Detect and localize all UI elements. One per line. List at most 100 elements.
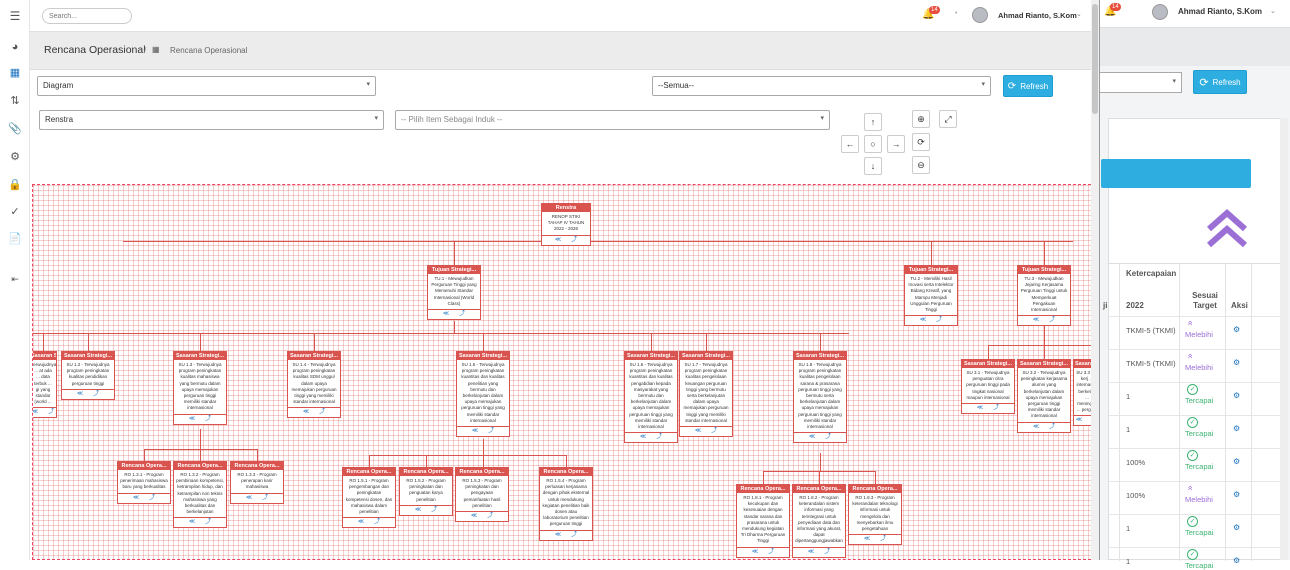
expand-branch-icon[interactable]: ⤴ bbox=[205, 415, 212, 422]
collapse-icon[interactable]: ≪ bbox=[357, 519, 365, 526]
fit-screen-button[interactable]: ⤢ bbox=[939, 110, 957, 128]
bg-refresh-button[interactable]: ⟳ Refresh bbox=[1193, 70, 1247, 94]
bg-user-name[interactable]: Ahmad Rianto, S.Kom bbox=[1178, 7, 1263, 16]
expand-branch-icon[interactable]: ⤴ bbox=[880, 536, 887, 543]
org-node[interactable]: Sasaran Strategi...SU 3.2 - Terwujudnya … bbox=[1017, 359, 1071, 433]
user-avatar[interactable] bbox=[972, 7, 988, 23]
dashboard-icon[interactable]: ◕ bbox=[11, 41, 19, 53]
pan-up-button[interactable]: ↑ bbox=[864, 113, 882, 131]
gear-icon[interactable]: ⚙ bbox=[1233, 325, 1241, 334]
search-input[interactable] bbox=[42, 8, 132, 24]
collapse-icon[interactable]: ≪ bbox=[554, 236, 562, 243]
bg-scrollbar[interactable] bbox=[1280, 118, 1288, 560]
org-node[interactable]: Tujuan Strategi...TU.1 - Mewujudkan Perg… bbox=[427, 265, 481, 321]
org-node[interactable]: Rencana Opera...RO 1.8.3 - Program keter… bbox=[848, 484, 902, 546]
collapse-icon[interactable]: ≪ bbox=[302, 409, 310, 416]
expand-branch-icon[interactable]: ⤴ bbox=[571, 531, 578, 538]
collapse-icon[interactable]: ≪ bbox=[1032, 423, 1040, 430]
expand-branch-icon[interactable]: ⤴ bbox=[431, 506, 438, 513]
main-scrollbar[interactable] bbox=[1091, 0, 1099, 560]
gear-icon[interactable]: ⚙ bbox=[1233, 391, 1241, 400]
refresh-button[interactable]: ⟳ Refresh bbox=[1003, 75, 1053, 97]
collapse-icon[interactable]: ≪ bbox=[919, 317, 927, 324]
expand-branch-icon[interactable]: ⤴ bbox=[149, 494, 156, 501]
expand-branch-icon[interactable]: ⤴ bbox=[262, 494, 269, 501]
gear-icon[interactable]: ⚙ bbox=[1233, 556, 1241, 565]
expand-branch-icon[interactable]: ⤴ bbox=[459, 311, 466, 318]
collapse-arrow-icon[interactable]: ⇤ bbox=[11, 274, 19, 284]
org-node[interactable]: Tujuan Strategi...TU.2 - Memiliki Hasil … bbox=[904, 265, 958, 327]
org-node[interactable]: Rencana Opera...RO 1.8.2 - Program keter… bbox=[792, 484, 846, 558]
level-select[interactable]: Renstra▾ bbox=[39, 110, 384, 130]
expand-branch-icon[interactable]: ⤴ bbox=[1049, 423, 1056, 430]
org-node[interactable]: Rencana Opera...RO 1.3.2 - Program pembi… bbox=[173, 461, 227, 529]
org-node[interactable]: Rencana Opera...RO 1.5.3 - Program penin… bbox=[455, 467, 509, 523]
reset-rotate-button[interactable]: ⟳ bbox=[912, 133, 930, 151]
semua-select[interactable]: --Semua--▾ bbox=[652, 76, 991, 96]
expand-branch-icon[interactable]: ⤴ bbox=[656, 434, 663, 441]
expand-branch-icon[interactable]: ⤴ bbox=[48, 409, 55, 416]
org-node[interactable]: Rencana Opera...RO 1.5.1 - Program penge… bbox=[342, 467, 396, 529]
expand-branch-icon[interactable]: ⤴ bbox=[993, 405, 1000, 412]
gear-icon[interactable]: ⚙ bbox=[1233, 523, 1241, 532]
collapse-icon[interactable]: ≪ bbox=[414, 506, 422, 513]
collapse-icon[interactable]: ≪ bbox=[976, 405, 984, 412]
sliders-icon[interactable]: ⇅ bbox=[10, 95, 20, 107]
expand-branch-icon[interactable]: ⤴ bbox=[936, 317, 943, 324]
paperclip-icon[interactable]: 📎 bbox=[8, 123, 22, 135]
pan-left-button[interactable]: ← bbox=[841, 135, 859, 153]
parent-select[interactable]: -- Pilih Item Sebagai Induk --▾ bbox=[395, 110, 830, 130]
org-node[interactable]: Sasaran Strategi...SU 1.8 - Terwujudnya … bbox=[793, 351, 847, 444]
org-node[interactable]: Rencana Opera...RO 1.5.4 - Program perlu… bbox=[539, 467, 593, 541]
collapse-icon[interactable]: ≪ bbox=[188, 415, 196, 422]
gear-icon[interactable]: ⚙ bbox=[1233, 358, 1241, 367]
lock-icon[interactable]: 🔒 bbox=[8, 179, 22, 191]
expand-branch-icon[interactable]: ⤴ bbox=[487, 513, 494, 520]
org-node[interactable]: Sasaran Strategi...SU 1.7 - Terwujudnya … bbox=[679, 351, 733, 438]
expand-branch-icon[interactable]: ⤴ bbox=[571, 236, 578, 243]
pan-right-button[interactable]: → bbox=[887, 135, 905, 153]
collapse-icon[interactable]: ≪ bbox=[32, 409, 39, 416]
gear-icon[interactable]: ⚙ bbox=[1233, 490, 1241, 499]
org-node[interactable]: Sasaran Strategi...SU 3.1 - Terwujudnya … bbox=[961, 359, 1015, 415]
center-button[interactable]: ○ bbox=[864, 135, 882, 153]
collapse-icon[interactable]: ≪ bbox=[442, 311, 450, 318]
zoom-in-button[interactable]: ⊕ bbox=[912, 110, 930, 128]
user-name[interactable]: Ahmad Rianto, S.Kom bbox=[998, 11, 1077, 20]
org-node[interactable]: Sasaran Strategi...SU 1.5 - Terwujudnya … bbox=[456, 351, 510, 438]
scrollbar-thumb[interactable] bbox=[1092, 4, 1098, 114]
org-node[interactable]: Rencana Opera...RO 1.3.1 - Program pener… bbox=[117, 461, 171, 504]
document-icon[interactable]: 📄 bbox=[8, 233, 22, 245]
org-node[interactable]: Sasaran Strategi...SU 1.4 - Terwujudnya … bbox=[287, 351, 341, 419]
org-node[interactable]: Rencana Opera...RO 1.5.2 - Program penin… bbox=[399, 467, 453, 516]
sitemap-icon[interactable]: ▦ bbox=[9, 67, 21, 79]
expand-branch-icon[interactable]: ⤴ bbox=[1049, 317, 1056, 324]
collapse-icon[interactable]: ≪ bbox=[751, 548, 759, 555]
breadcrumb-item[interactable]: Rencana Operasional bbox=[170, 46, 248, 55]
collapse-icon[interactable]: ≪ bbox=[808, 434, 816, 441]
collapse-icon[interactable]: ≪ bbox=[76, 390, 84, 397]
gears-icon[interactable]: ⚙ bbox=[10, 151, 20, 163]
org-node[interactable]: Sasaran Strategi...SU 1.6 - Terwujudnya … bbox=[624, 351, 678, 444]
collapse-icon[interactable]: ≪ bbox=[132, 494, 140, 501]
collapse-icon[interactable]: ≪ bbox=[639, 434, 647, 441]
check-list-icon[interactable]: ✓ bbox=[10, 206, 20, 218]
gear-icon[interactable]: ⚙ bbox=[1233, 424, 1241, 433]
org-node[interactable]: Sasaran Strategi...SU 3.3 - ... kerj ...… bbox=[1073, 359, 1095, 427]
pan-down-button[interactable]: ↓ bbox=[864, 157, 882, 175]
collapse-icon[interactable]: ≪ bbox=[1075, 417, 1083, 424]
collapse-icon[interactable]: ≪ bbox=[554, 531, 562, 538]
expand-branch-icon[interactable]: ⤴ bbox=[205, 519, 212, 526]
expand-branch-icon[interactable]: ⤴ bbox=[768, 548, 775, 555]
collapse-icon[interactable]: ≪ bbox=[188, 519, 196, 526]
collapse-icon[interactable]: ≪ bbox=[471, 428, 479, 435]
org-node[interactable]: Sasaran Strategi...SU 1.3 - Terwujudnya … bbox=[173, 351, 227, 425]
org-node[interactable]: Sasaran Strategi...terwujudnya ... at ad… bbox=[32, 351, 57, 419]
collapse-icon[interactable]: ≪ bbox=[1032, 317, 1040, 324]
expand-branch-icon[interactable]: ⤴ bbox=[319, 409, 326, 416]
org-node[interactable]: Rencana Opera...RO 1.8.1 - Program kecuk… bbox=[736, 484, 790, 558]
collapse-icon[interactable]: ≪ bbox=[694, 428, 702, 435]
view-select[interactable]: Diagram▾ bbox=[37, 76, 376, 96]
